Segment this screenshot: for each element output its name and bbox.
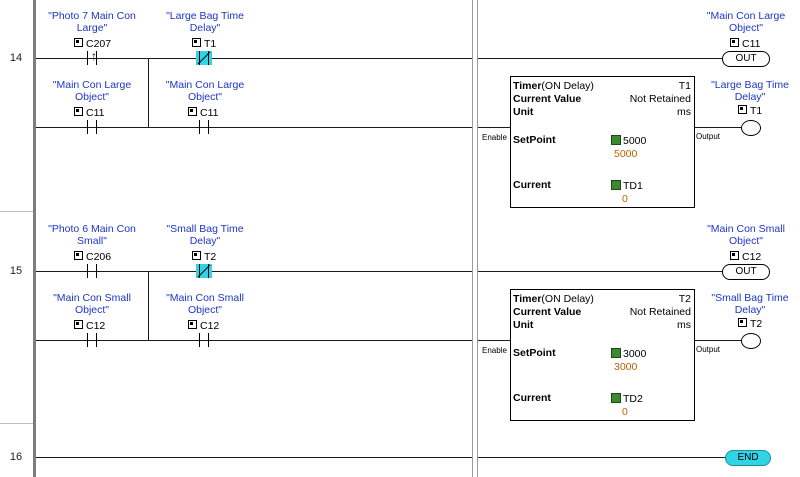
c11-out-address: C11 xyxy=(730,38,760,50)
t2-setpoint-value: 3000 xyxy=(614,361,638,373)
t1-unit: ms xyxy=(677,106,691,118)
t2-setpoint[interactable]: 3000 xyxy=(611,347,646,361)
c11-contact2-label: "Main Con Large Object" xyxy=(165,79,245,103)
c12-out-label: "Main Con Small Object" xyxy=(707,223,785,247)
t1-setpoint-value: 5000 xyxy=(614,148,638,160)
nc-slash-icon xyxy=(197,264,211,278)
t1-mode: (ON Delay) xyxy=(541,80,594,92)
t1-coil-address: T1 xyxy=(738,105,762,117)
rung14-branch-wire xyxy=(36,127,472,128)
t2-unit-label: Unit xyxy=(513,319,534,331)
c11-contact1-address: C11 xyxy=(74,107,104,119)
rung14-main-wire-right xyxy=(478,58,722,59)
c11-contact1-label: "Main Con Large Object" xyxy=(52,79,132,103)
rung15-main-wire-right xyxy=(478,271,722,272)
register-icon xyxy=(611,393,621,403)
t2-unit: ms xyxy=(677,319,691,331)
t1-contact-label: "Large Bag Time Delay" xyxy=(166,10,244,34)
t1-contact-address: T1 xyxy=(192,38,216,50)
t1-current-value-label: Current Value xyxy=(513,93,582,105)
rung15-enable-wire xyxy=(478,340,510,341)
c206-contact[interactable] xyxy=(84,264,100,278)
rung-number-15[interactable]: 15 xyxy=(9,265,23,277)
t1-setpoint[interactable]: 5000 xyxy=(611,134,646,148)
rung-number-gutter xyxy=(0,0,34,477)
rung15-branch-wire xyxy=(36,340,472,341)
timer-t1-block[interactable]: Timer(ON Delay) T1 Current Value Not Ret… xyxy=(510,76,695,208)
c11-out-instruction[interactable]: OUT xyxy=(722,51,770,67)
rung15-output-wire xyxy=(694,340,741,341)
c12-contact1-address: C12 xyxy=(74,320,105,332)
left-power-rail xyxy=(33,0,36,477)
end-instruction[interactable]: END xyxy=(725,450,771,466)
t2-current-label: Current xyxy=(513,392,551,404)
register-icon xyxy=(611,180,621,190)
c12-out-address: C12 xyxy=(730,251,761,263)
rung14-branch-vwire xyxy=(148,58,149,128)
t2-current[interactable]: TD2 xyxy=(611,392,643,406)
timer-t2-block[interactable]: Timer(ON Delay) T2 Current Value Not Ret… xyxy=(510,289,695,421)
t1-current-value: Not Retained xyxy=(629,93,691,105)
t2-coil-label: "Small Bag Time Delay" xyxy=(711,292,789,316)
rising-edge-arrow-icon: ↑ xyxy=(91,49,97,63)
t1-unit-label: Unit xyxy=(513,106,534,118)
rung16-wire-right xyxy=(478,457,726,458)
t2-coil[interactable] xyxy=(741,333,761,349)
rung14-output-wire xyxy=(694,127,741,128)
c12-contact-2[interactable] xyxy=(196,333,212,347)
t2-current-num: 0 xyxy=(622,406,628,418)
c12-contact2-label: "Main Con Small Object" xyxy=(166,292,244,316)
t1-setpoint-label: SetPoint xyxy=(513,134,556,146)
c207-address: C207 xyxy=(74,38,111,50)
c12-contact2-address: C12 xyxy=(188,320,219,332)
t1-coil-label: "Large Bag Time Delay" xyxy=(711,79,789,103)
t2-contact-address: T2 xyxy=(192,251,216,263)
c11-contact-2[interactable] xyxy=(196,120,212,134)
rung-number-14[interactable]: 14 xyxy=(9,52,23,64)
t2-mode: (ON Delay) xyxy=(541,293,594,305)
column-divider xyxy=(477,0,478,477)
t1-output-label: Output xyxy=(696,132,721,141)
t2-id: T2 xyxy=(678,293,691,305)
t1-current-num: 0 xyxy=(622,193,628,205)
constant-icon xyxy=(611,348,621,358)
c12-contact-1[interactable] xyxy=(84,333,100,347)
rung-number-16[interactable]: 16 xyxy=(9,451,23,463)
t1-title: Timer xyxy=(513,80,542,92)
rung-separator xyxy=(0,423,33,424)
c11-contact-1[interactable] xyxy=(84,120,100,134)
c206-label: "Photo 6 Main Con Small" xyxy=(48,223,136,247)
t2-output-label: Output xyxy=(696,345,721,354)
rung14-enable-wire xyxy=(478,127,510,128)
c12-out-instruction[interactable]: OUT xyxy=(722,264,770,280)
t1-current[interactable]: TD1 xyxy=(611,179,643,193)
c206-address: C206 xyxy=(74,251,111,263)
rung14-main-wire xyxy=(36,58,472,59)
t2-current-value-label: Current Value xyxy=(513,306,582,318)
t2-contact-label: "Small Bag Time Delay" xyxy=(166,223,244,247)
nc-slash-icon xyxy=(197,51,211,65)
column-divider xyxy=(472,0,473,477)
t2-title: Timer xyxy=(513,293,542,305)
t1-coil[interactable] xyxy=(741,120,761,136)
rung15-main-wire xyxy=(36,271,472,272)
c11-contact2-address: C11 xyxy=(188,107,218,119)
rung15-branch-vwire xyxy=(148,271,149,341)
rung-separator xyxy=(0,211,33,212)
t2-enable-label: Enable xyxy=(482,346,507,355)
c207-label: "Photo 7 Main Con Large" xyxy=(48,10,136,34)
t2-setpoint-label: SetPoint xyxy=(513,347,556,359)
c11-out-label: "Main Con Large Object" xyxy=(706,10,786,34)
t2-current-value: Not Retained xyxy=(629,306,691,318)
c207-rising-contact[interactable] xyxy=(84,51,100,65)
t1-enable-label: Enable xyxy=(482,133,507,142)
c12-contact1-label: "Main Con Small Object" xyxy=(53,292,131,316)
rung16-wire xyxy=(36,457,472,458)
t1-id: T1 xyxy=(678,80,691,92)
t1-current-label: Current xyxy=(513,179,551,191)
t2-coil-address: T2 xyxy=(738,318,762,330)
constant-icon xyxy=(611,135,621,145)
